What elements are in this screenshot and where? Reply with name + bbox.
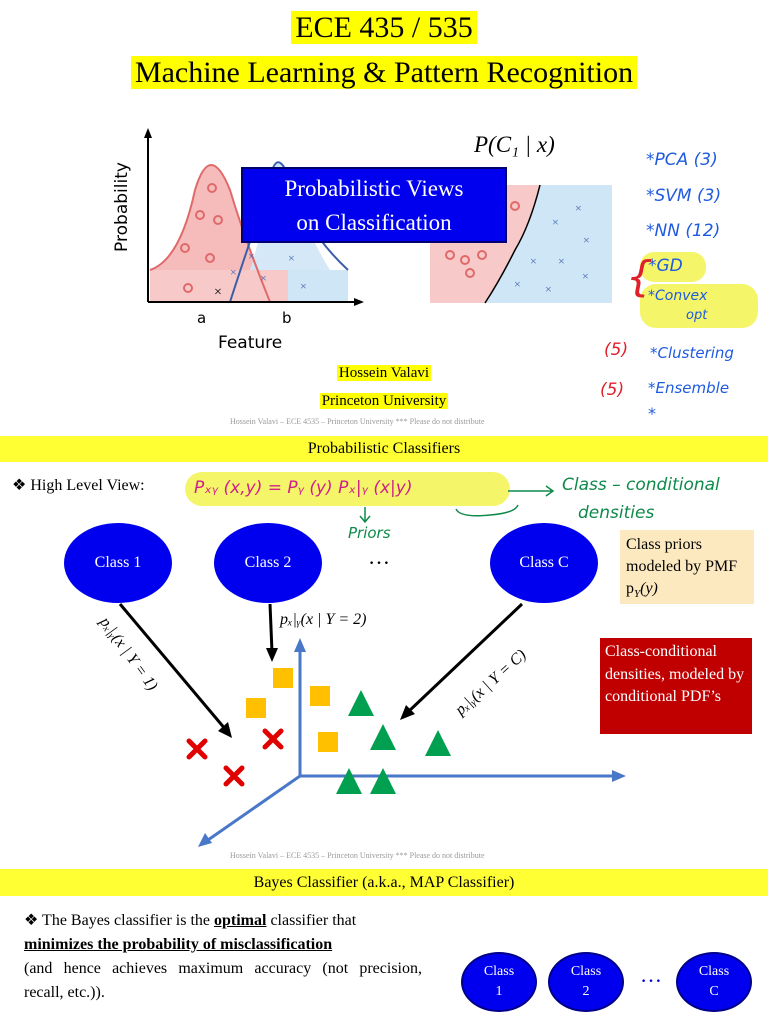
svg-text:×: × — [288, 251, 295, 265]
gd-highlight — [640, 252, 706, 282]
author-name: Hossein Valavi — [336, 365, 432, 381]
course-title: Machine Learning & Pattern Recognition — [130, 56, 638, 89]
bullet-high-level: ❖ High Level View: — [12, 477, 145, 494]
bayes-class-2-num: 2 — [582, 984, 590, 999]
axis-y-label: Probability — [112, 162, 132, 252]
posterior-label: P(C₁ | x) — [474, 132, 555, 157]
topic-opt: opt — [686, 308, 708, 323]
tick-a: a — [197, 309, 207, 327]
svg-text:×: × — [514, 277, 521, 291]
prior-box-tail: (y) — [640, 580, 658, 597]
class-conditional-note-1: Class – conditional — [562, 475, 720, 495]
bayes-class-c-word: Class — [698, 964, 730, 979]
class-conditional-note-2: densities — [578, 503, 655, 523]
slide2-header: Probabilistic Classifiers — [0, 436, 768, 462]
topic-svm: *SVM (3) — [646, 186, 722, 206]
svg-text:×: × — [260, 271, 267, 285]
course-title-row: Machine Learning & Pattern Recognition — [0, 55, 768, 91]
bayes-class-2-word: Class — [570, 964, 602, 979]
topic-star: * — [648, 404, 656, 423]
svg-text:×: × — [230, 265, 237, 279]
prior-box-sub: Y — [634, 588, 641, 601]
bayes-class-2: Class 2 — [548, 952, 624, 1012]
bayes-bullet-rest: (and hence achieves maximum accuracy (no… — [24, 960, 422, 1001]
svg-text:×: × — [300, 279, 307, 293]
equation-highlight — [185, 472, 510, 506]
svg-text:×: × — [214, 285, 222, 300]
svg-text:×: × — [582, 269, 589, 283]
slide1-footer: Hossein Valavi – ECE 4535 – Princeton Un… — [230, 417, 485, 426]
axis-x-label: Feature — [218, 333, 283, 353]
bracket: { — [626, 252, 653, 301]
topic-gd: *GD — [648, 256, 683, 276]
svg-text:×: × — [248, 249, 255, 263]
overlay-title-line1: Probabilistic Views — [284, 176, 464, 201]
priors-note: Priors — [348, 524, 391, 542]
bayes-optimal: optimal — [214, 912, 267, 929]
topic-pca: *PCA (3) — [646, 150, 718, 170]
topic-convex: *Convex — [648, 288, 708, 304]
bayes-ellipsis: … — [640, 962, 662, 987]
bayes-bullet-prefix: ❖ The Bayes classifier is the — [24, 912, 214, 929]
topic-nn: *NN (12) — [646, 221, 721, 241]
bayes-bullet: ❖ The Bayes classifier is the optimal cl… — [24, 909, 422, 1005]
class-ellipsis: … — [368, 544, 390, 569]
class-c-node: Class C — [490, 523, 598, 603]
bayes-class-1: Class 1 — [461, 952, 537, 1012]
course-code: ECE 435 / 535 — [291, 11, 477, 44]
slide2-footer: Hossein Valavi – ECE 4535 – Princeton Un… — [230, 851, 485, 860]
overlay-title-box: Probabilistic Views on Classification — [241, 167, 507, 243]
svg-text:×: × — [583, 233, 590, 247]
overlay-title-line2: on Classification — [296, 210, 452, 235]
bayes-class-1-num: 1 — [495, 984, 503, 999]
topic-ensemble: *Ensemble — [648, 379, 730, 397]
arrow-2-label: pₓ|ᵧ(x | Y = 2) — [280, 611, 367, 628]
topic-ensemble-count: (5) — [600, 380, 625, 400]
svg-text:×: × — [530, 254, 537, 268]
cond-box: Class-conditional densities, modeled by … — [600, 638, 752, 734]
note-connectors — [359, 485, 555, 524]
generative-diagram — [118, 602, 626, 847]
slide3-header: Bayes Classifier (a.k.a., MAP Classifier… — [0, 869, 768, 896]
affiliation-row: Princeton University — [0, 392, 768, 410]
equation: Pₓᵧ (x,y) = Pᵧ (y) Pₓ|ᵧ (x|y) — [194, 478, 413, 498]
convex-highlight — [640, 284, 758, 328]
bayes-bullet-mid: classifier that — [266, 912, 357, 929]
svg-text:×: × — [558, 254, 565, 268]
svg-text:×: × — [545, 282, 552, 296]
prior-box: Class priors modeled by PMF pY(y) — [620, 530, 754, 604]
prior-box-text: Class priors modeled by PMF p — [626, 536, 738, 597]
class-2-node: Class 2 — [214, 523, 322, 603]
bayes-class-1-word: Class — [483, 964, 515, 979]
topic-clustering: *Clustering — [650, 344, 734, 362]
author-row: Hossein Valavi — [0, 364, 768, 382]
svg-text:×: × — [552, 215, 559, 229]
slide-1: ECE 435 / 535 Machine Learning & Pattern… — [0, 0, 768, 432]
bayes-class-c-letter: C — [709, 984, 719, 999]
topic-clustering-count: (5) — [604, 340, 629, 360]
affiliation: Princeton University — [319, 393, 449, 409]
bayes-minimizes: minimizes the probability of misclassifi… — [24, 936, 333, 953]
class-1-node: Class 1 — [64, 523, 172, 603]
tick-b: b — [282, 309, 292, 327]
course-code-row: ECE 435 / 535 — [0, 10, 768, 46]
svg-text:×: × — [575, 201, 582, 215]
